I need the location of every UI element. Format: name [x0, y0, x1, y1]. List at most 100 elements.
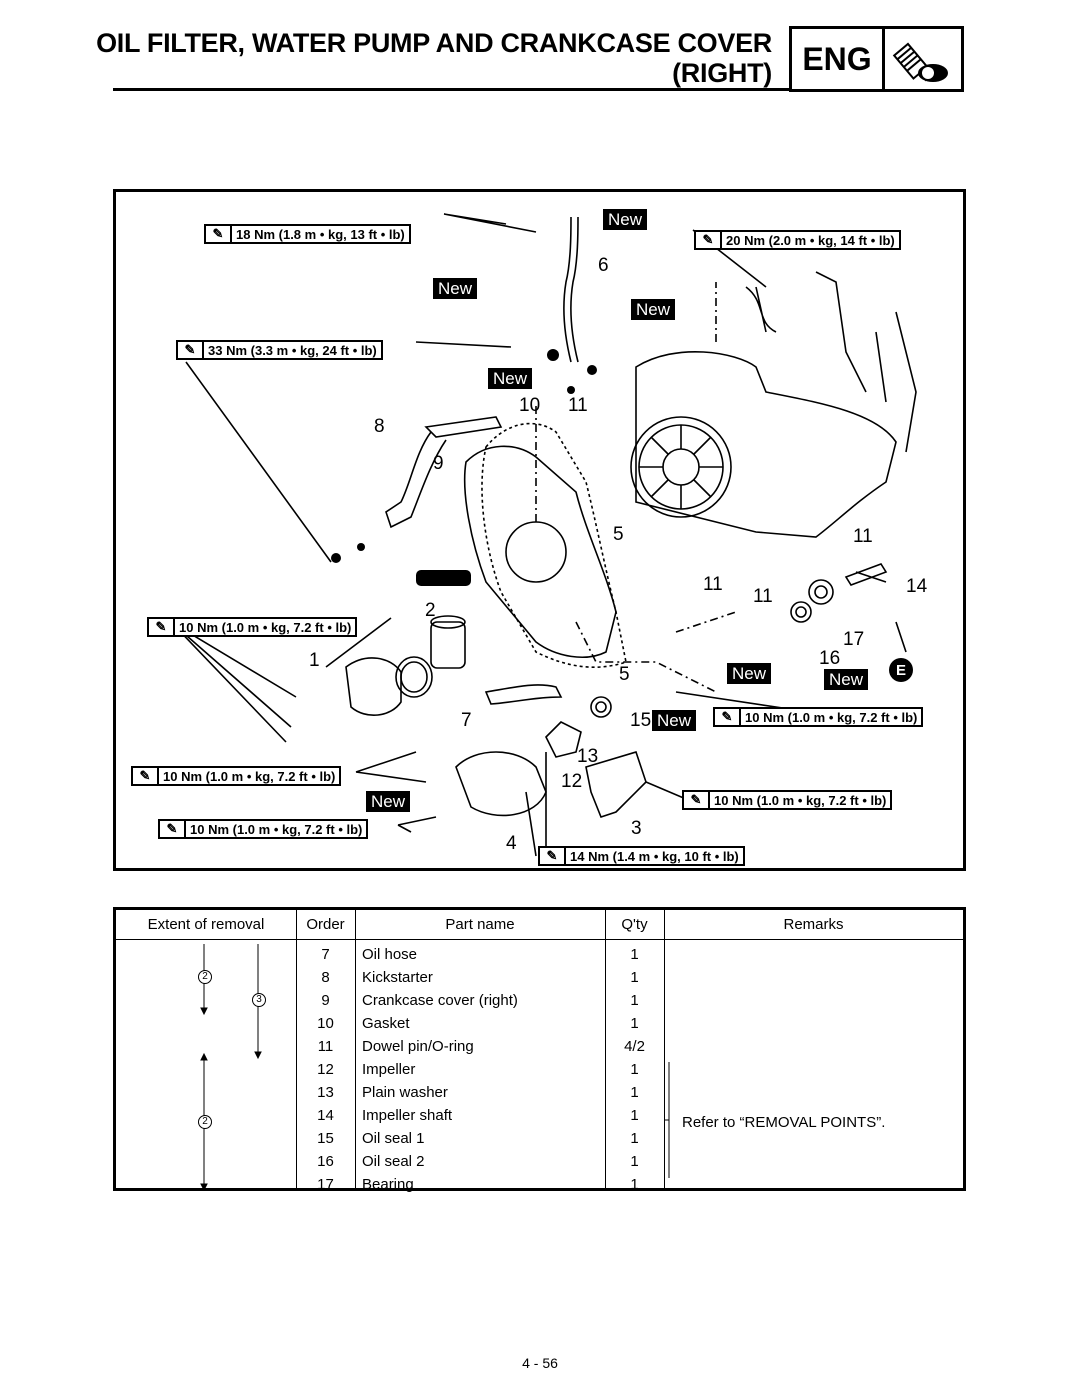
callout-number: 8: [374, 416, 385, 437]
table-cell-part: Gasket: [362, 1015, 410, 1032]
title-rule: [113, 88, 789, 91]
torque-spec-33nm: ✎ 33 Nm (3.3 m • kg, 24 ft • lb): [176, 340, 383, 360]
torque-value: 14 Nm (1.4 m • kg, 10 ft • lb): [570, 848, 739, 864]
callout-number: 15: [630, 710, 652, 731]
wrench-icon: ✎: [133, 768, 159, 784]
torque-value: 10 Nm (1.0 m • kg, 7.2 ft • lb): [163, 768, 336, 784]
extent-mark: 2: [198, 1115, 212, 1129]
grease-e-icon: E: [889, 658, 913, 682]
callout-number: 16: [819, 648, 841, 669]
torque-value: 10 Nm (1.0 m • kg, 7.2 ft • lb): [190, 821, 363, 837]
torque-spec-10nm: ✎ 10 Nm (1.0 m • kg, 7.2 ft • lb): [682, 790, 893, 810]
callout-number: 5: [619, 664, 630, 685]
section-badge-label: ENG: [792, 29, 885, 89]
callout-number: 9: [433, 453, 444, 474]
new-part-tag: New: [652, 710, 697, 731]
new-part-tag: New: [366, 791, 411, 812]
wrench-icon: ✎: [149, 619, 175, 635]
callout-number: 17: [843, 629, 865, 650]
callout-number: 11: [703, 574, 723, 595]
table-cell-part: Bearing: [362, 1176, 414, 1193]
wrench-icon: ✎: [540, 848, 566, 864]
table-cell-part: Dowel pin/O-ring: [362, 1038, 474, 1055]
torque-value: 33 Nm (3.3 m • kg, 24 ft • lb): [208, 342, 377, 358]
torque-value: 20 Nm (2.0 m • kg, 14 ft • lb): [726, 232, 895, 248]
page-title: OIL FILTER, WATER PUMP AND CRANKCASE COV…: [96, 28, 772, 88]
table-cell-qty: 1: [630, 1061, 639, 1078]
table-cell-order: 15: [317, 1130, 334, 1147]
callout-number: 14: [906, 576, 928, 597]
col-header-part-name: Part name: [445, 916, 515, 933]
title-line-1: OIL FILTER, WATER PUMP AND CRANKCASE COV…: [96, 28, 772, 58]
table-cell-order: 14: [317, 1107, 334, 1124]
table-cell-qty: 1: [630, 992, 639, 1009]
table-cell-order: 9: [321, 992, 330, 1009]
page-number: 4 - 56: [522, 1355, 558, 1371]
torque-value: 18 Nm (1.8 m • kg, 13 ft • lb): [236, 226, 405, 242]
callout-number: 10: [519, 395, 541, 416]
table-cell-order: 17: [317, 1176, 334, 1193]
table-cell-part: Kickstarter: [362, 969, 433, 986]
table-cell-qty: 1: [630, 1176, 639, 1193]
torque-spec-14nm: ✎ 14 Nm (1.4 m • kg, 10 ft • lb): [538, 846, 745, 866]
table-cell-qty: 1: [630, 946, 639, 963]
table-cell-order: 16: [317, 1153, 334, 1170]
new-part-tag: New: [433, 278, 478, 299]
callout-number: 3: [631, 818, 642, 839]
wrench-icon: ✎: [684, 792, 710, 808]
col-header-qty: Q'ty: [621, 916, 648, 933]
callout-number: 4: [506, 833, 517, 854]
extent-mark: 3: [252, 993, 266, 1007]
remarks-bracket: [665, 1062, 670, 1178]
torque-spec-10nm: ✎ 10 Nm (1.0 m • kg, 7.2 ft • lb): [131, 766, 342, 786]
torque-value: 10 Nm (1.0 m • kg, 7.2 ft • lb): [179, 619, 352, 635]
table-cell-order: 12: [317, 1061, 334, 1078]
table-cell-order: 10: [317, 1015, 334, 1032]
new-part-tag: New: [824, 669, 869, 690]
callout-number: 11: [753, 586, 773, 607]
wrench-icon: ✎: [206, 226, 232, 242]
torque-spec-10nm: ✎ 10 Nm (1.0 m • kg, 7.2 ft • lb): [713, 707, 924, 727]
table-cell-qty: 1: [630, 969, 639, 986]
wrench-icon: ✎: [178, 342, 204, 358]
torque-spec-10nm: ✎ 10 Nm (1.0 m • kg, 7.2 ft • lb): [158, 819, 369, 839]
col-header-order: Order: [306, 916, 345, 933]
torque-value: 10 Nm (1.0 m • kg, 7.2 ft • lb): [714, 792, 887, 808]
table-cell-order: 13: [317, 1084, 334, 1101]
table-cell-part: Oil seal 2: [362, 1153, 425, 1170]
table-cell-order: 7: [321, 946, 330, 963]
callout-number: 6: [598, 255, 609, 276]
callout-number: 11: [853, 526, 873, 547]
callout-number: 1: [309, 650, 320, 671]
wrench-icon: ✎: [160, 821, 186, 837]
engine-section-icon: [885, 29, 961, 89]
callout-number: 2: [425, 600, 436, 621]
table-cell-qty: 1: [630, 1153, 639, 1170]
wrench-icon: ✎: [715, 709, 741, 725]
callout-number: 11: [568, 395, 588, 416]
new-part-tag: New: [631, 299, 676, 320]
new-part-tag: New: [603, 209, 648, 230]
col-header-remarks: Remarks: [783, 916, 844, 933]
table-cell-qty: 1: [630, 1084, 639, 1101]
table-cell-qty: 1: [630, 1130, 639, 1147]
table-cell-part: Oil hose: [362, 946, 418, 963]
col-header-extent: Extent of removal: [147, 916, 265, 933]
parts-illustration: [170, 213, 917, 857]
torque-spec-10nm: ✎ 10 Nm (1.0 m • kg, 7.2 ft • lb): [147, 617, 358, 637]
callout-number: 12: [561, 771, 583, 792]
table-cell-order: 8: [321, 969, 330, 986]
torque-spec-20nm: ✎ 20 Nm (2.0 m • kg, 14 ft • lb): [694, 230, 901, 250]
table-cell-part: Impeller: [362, 1061, 416, 1078]
table-cell-part: Plain washer: [362, 1084, 448, 1101]
extent-mark: 2: [198, 970, 212, 984]
wrench-icon: ✎: [696, 232, 722, 248]
title-line-2: (RIGHT): [672, 58, 772, 88]
remarks-text: Refer to “REMOVAL POINTS”.: [682, 1114, 886, 1131]
callout-number: 13: [577, 746, 599, 767]
table-cell-part: Impeller shaft: [362, 1107, 453, 1124]
table-header-row: [116, 910, 963, 940]
callout-number: 5: [613, 524, 624, 545]
table-cell-part: Oil seal 1: [362, 1130, 425, 1147]
table-cell-part: Crankcase cover (right): [362, 992, 518, 1009]
